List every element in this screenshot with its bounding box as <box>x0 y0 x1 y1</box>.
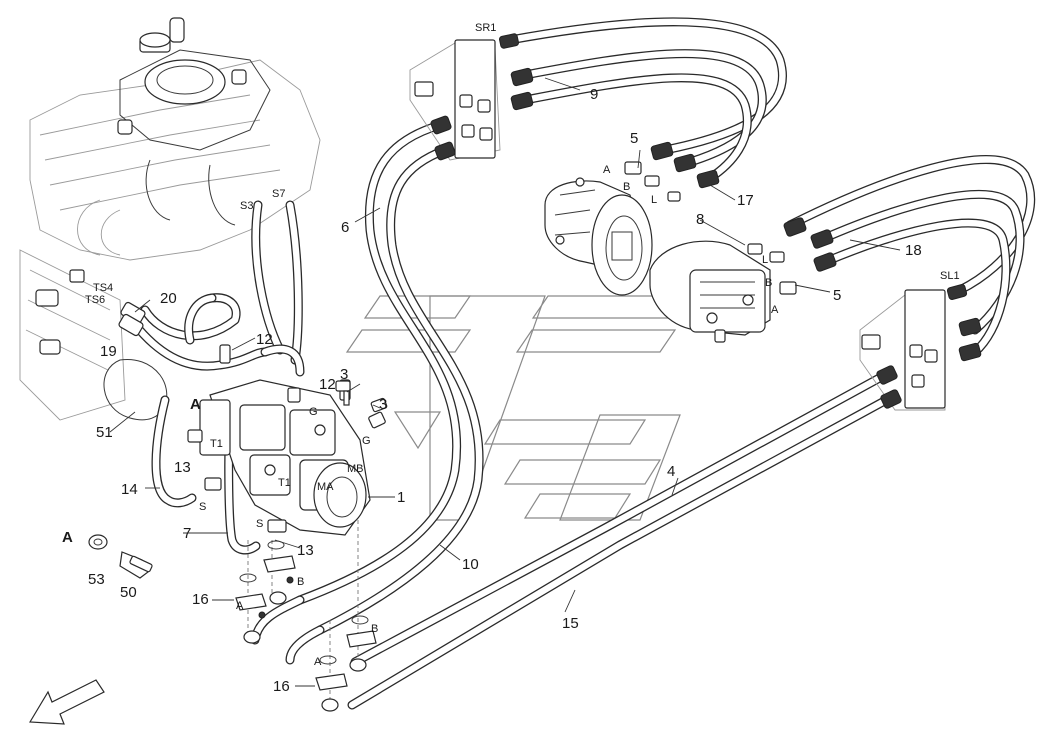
callout-5a: 5 <box>630 130 638 147</box>
travel-motor-upper <box>544 141 720 296</box>
label-sl1: SL1 <box>940 270 960 282</box>
pump-port-s1: S <box>199 501 206 513</box>
callout-18: 18 <box>905 242 922 259</box>
callout-15: 15 <box>562 615 579 632</box>
label-sr1: SR1 <box>475 22 496 34</box>
callout-10: 10 <box>462 556 479 573</box>
travel-motor-lower <box>649 217 837 343</box>
callout-14: 14 <box>121 481 138 498</box>
view-ref-a-2: A <box>62 529 73 546</box>
callout-3b: 3 <box>379 396 387 413</box>
hydraulic-pump <box>187 344 386 536</box>
flange-clamps <box>235 380 388 712</box>
callout-4: 4 <box>667 463 675 480</box>
clamp-a-1: A <box>236 600 244 612</box>
pump-port-t1a: T1 <box>210 438 223 450</box>
callout-3a: 3 <box>340 366 348 383</box>
port-b-lower: B <box>765 277 772 289</box>
sr1-valve-block <box>409 33 534 161</box>
callout-9: 9 <box>590 86 598 103</box>
pump-port-s2: S <box>256 518 263 530</box>
sl1-valve-block <box>859 284 982 411</box>
loose-parts <box>88 301 153 579</box>
label-ts6: TS6 <box>85 294 105 306</box>
label-s3: S3 <box>240 200 253 212</box>
clamp-b-1: B <box>297 576 304 588</box>
callout-13a: 13 <box>174 459 191 476</box>
port-a-upper: A <box>603 164 611 176</box>
hoses <box>125 17 1036 710</box>
pump-port-g2: G <box>362 435 371 447</box>
callout-labels: SR1 SL1 S3 S7 TS4 TS6 1 3 3 4 5 5 6 7 8 … <box>62 22 960 695</box>
watermark-logo <box>345 295 687 521</box>
callout-1: 1 <box>397 489 405 506</box>
callout-53: 53 <box>88 571 105 588</box>
leader-lines <box>109 77 901 687</box>
callout-13b: 13 <box>297 542 314 559</box>
callout-5b: 5 <box>833 287 841 304</box>
pump-port-mb: MB <box>347 463 364 475</box>
pump-port-g1: G <box>309 406 318 418</box>
view-ref-a-1: A <box>190 396 201 413</box>
callout-6: 6 <box>341 219 349 236</box>
callout-7: 7 <box>183 525 191 542</box>
pump-port-ma: MA <box>317 481 334 493</box>
port-l-upper: L <box>651 194 657 206</box>
callout-17: 17 <box>737 192 754 209</box>
callout-51: 51 <box>96 424 113 441</box>
callout-12b: 12 <box>319 376 336 393</box>
callout-16a: 16 <box>192 591 209 608</box>
pump-port-t1b: T1 <box>278 477 291 489</box>
port-b-upper: B <box>623 181 630 193</box>
callout-20: 20 <box>160 290 177 307</box>
port-a-lower: A <box>771 304 779 316</box>
direction-arrow-icon <box>28 679 105 725</box>
callout-19: 19 <box>100 343 117 360</box>
callout-8: 8 <box>696 211 704 228</box>
engine-block <box>19 17 321 421</box>
clamp-a-2: A <box>314 656 322 668</box>
callout-12a: 12 <box>256 331 273 348</box>
clamp-b-2: B <box>371 623 378 635</box>
port-l-lower: L <box>762 254 768 266</box>
callout-16b: 16 <box>273 678 290 695</box>
label-s7: S7 <box>272 188 285 200</box>
callout-50: 50 <box>120 584 137 601</box>
label-ts4: TS4 <box>93 282 113 294</box>
